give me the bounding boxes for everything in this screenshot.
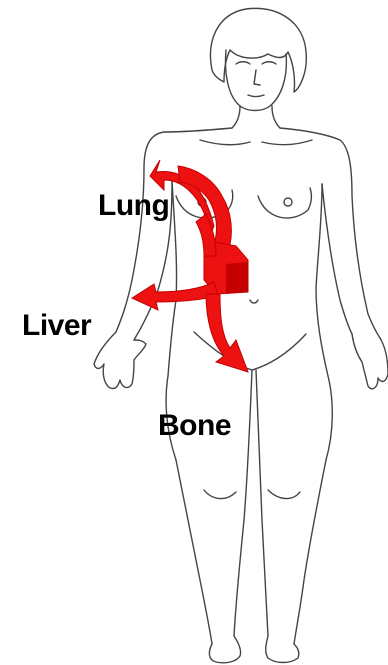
left-leg-outer: [176, 460, 212, 644]
right-eye: [262, 62, 276, 64]
right-hand: [352, 334, 388, 389]
collarbone-left: [200, 140, 250, 145]
hair-outline: [210, 8, 306, 92]
nose: [254, 70, 260, 85]
torso-right: [316, 184, 328, 376]
right-shoulder-arm: [280, 128, 380, 338]
arrow-to-bone: [206, 294, 248, 372]
face-outline: [226, 50, 287, 111]
right-leg-inner: [256, 370, 268, 636]
left-leg-inner: [234, 370, 252, 636]
left-hand: [94, 332, 146, 389]
pelvis-line: [194, 332, 306, 370]
left-knee: [204, 490, 236, 499]
arrow-central-shade: [226, 262, 248, 294]
neck-left: [232, 106, 240, 128]
label-liver: Liver: [22, 311, 91, 341]
neck-right: [272, 106, 280, 128]
collarbone-right: [262, 140, 312, 145]
label-lung: Lung: [98, 191, 169, 221]
right-hip: [326, 376, 332, 460]
left-eye: [236, 62, 250, 64]
right-leg-outer: [294, 460, 326, 644]
mouth: [248, 95, 264, 97]
right-knee: [268, 490, 300, 499]
arrow-connector: [196, 214, 216, 256]
left-foot: [209, 636, 240, 663]
right-foot: [266, 636, 299, 663]
navel: [250, 300, 258, 303]
right-inner-arm: [322, 184, 352, 334]
label-bone: Bone: [158, 411, 231, 441]
right-nipple: [284, 198, 292, 206]
